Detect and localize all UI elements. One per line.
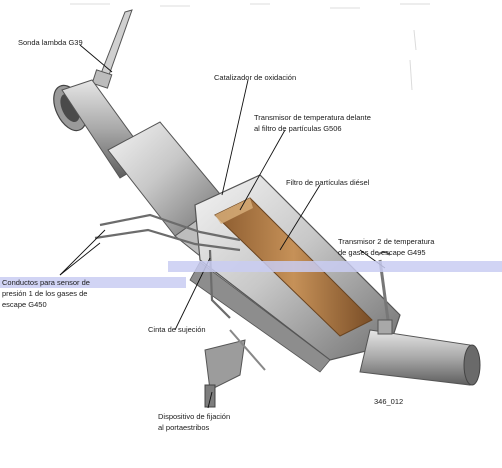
lambda-probe (92, 10, 132, 88)
label-transmisor-temp-2: Transmisor 2 de temperatura (338, 237, 434, 247)
label-conductos-b: presión 1 de los gases de (2, 289, 87, 299)
highlight-band-right (168, 261, 502, 272)
label-sonda-lambda: Sonda lambda G39 (18, 38, 83, 48)
label-conductos: Conductos para sensor de (2, 278, 90, 288)
label-transmisor-temp-2b: de gases de escape G495 (338, 248, 426, 258)
label-transmisor-temp-1: Transmisor de temperatura delante (254, 113, 371, 123)
label-dispositivo-b: al portaestribos (158, 423, 209, 433)
label-cinta: Cinta de sujeción (148, 325, 206, 335)
label-catalizador: Catalizador de oxidación (214, 73, 296, 83)
outlet-pipe (360, 330, 480, 385)
label-conductos-c: escape G450 (2, 300, 47, 310)
label-filtro: Filtro de partículas diésel (286, 178, 369, 188)
label-transmisor-temp-1b: al filtro de partículas G506 (254, 124, 342, 134)
figure-code: 346_012 (374, 397, 403, 407)
mounting-bracket (205, 330, 265, 407)
label-dispositivo: Dispositivo de fijación (158, 412, 230, 422)
